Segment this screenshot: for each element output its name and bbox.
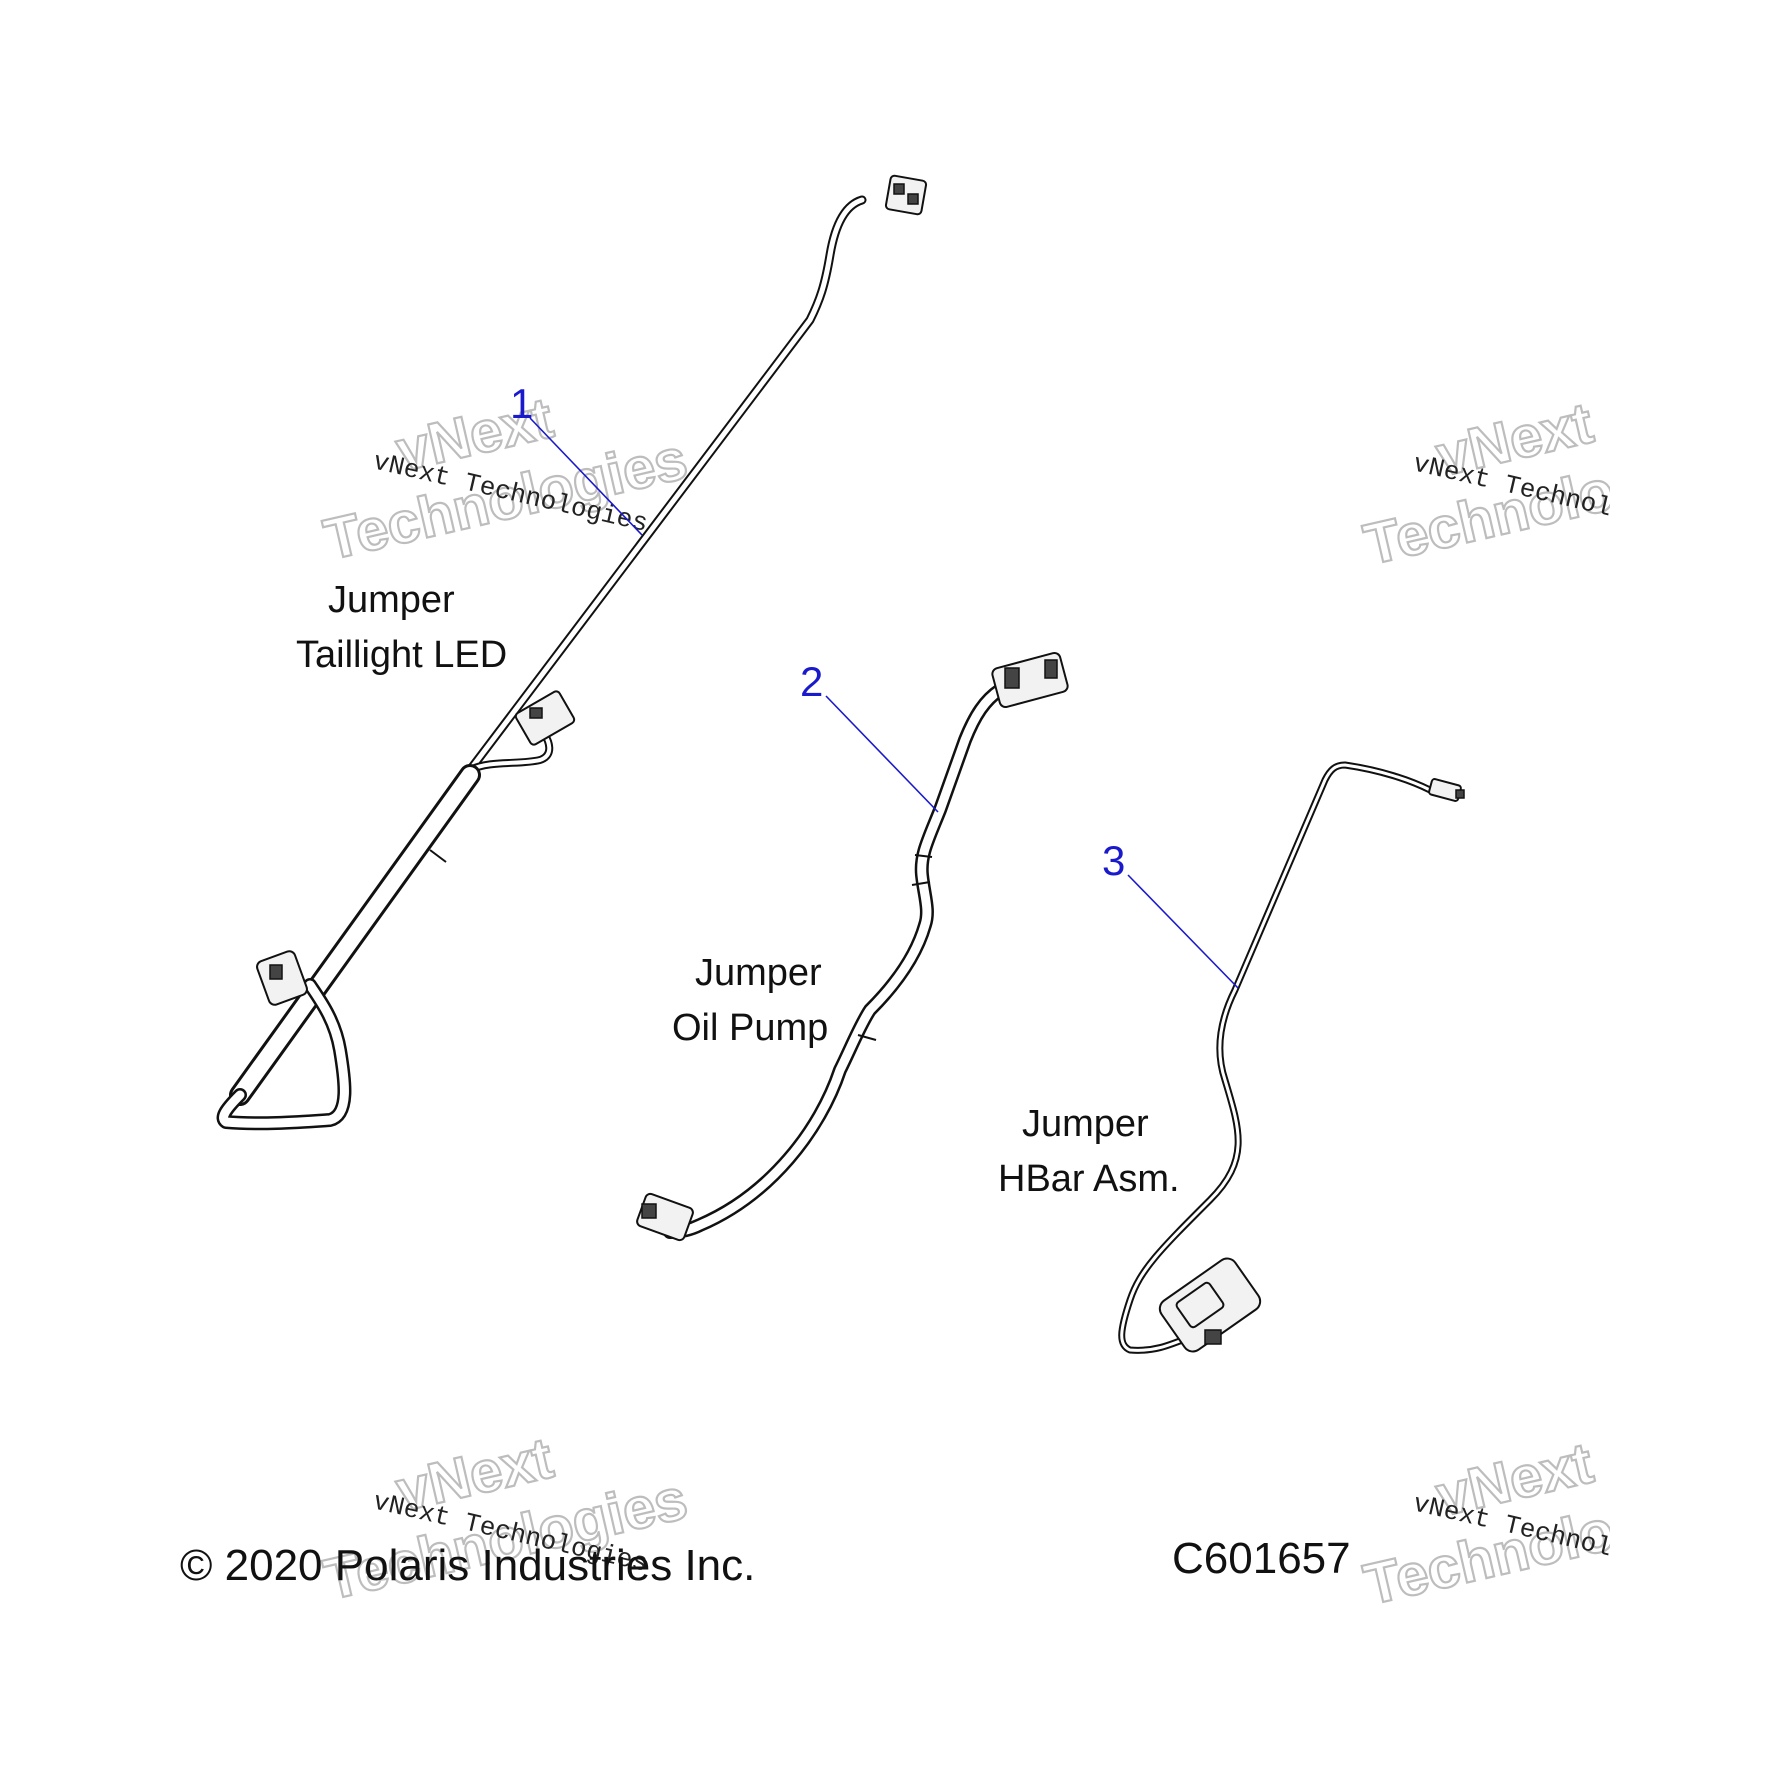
drawing-number: C601657 [1172,1534,1351,1583]
callout-3: 3 [1102,837,1125,884]
right-margin-mask [1610,0,1792,1792]
callout-1: 1 [510,380,533,427]
part-1-label-line2: Taillight LED [296,634,507,676]
leader-1 [529,417,643,536]
part-2-label-line1: Jumper [695,952,822,994]
part-1-taillight-jumper [216,174,928,1131]
part-2-label-line2: Oil Pump [672,1007,828,1049]
part-3-label-line2: HBar Asm. [998,1158,1180,1200]
callout-2: 2 [800,658,823,705]
watermark-top-left: vNext Technologies [317,384,694,574]
leader-3 [1127,874,1239,989]
leader-2 [825,695,939,813]
part-2-oil-pump-jumper [636,651,1069,1242]
part-3-hbar-jumper [1118,761,1465,1354]
part-3-label-line1: Jumper [1022,1103,1149,1145]
copyright-text: © 2020 Polaris Industries Inc. [180,1541,755,1590]
part-1-label-line1: Jumper [328,579,455,621]
